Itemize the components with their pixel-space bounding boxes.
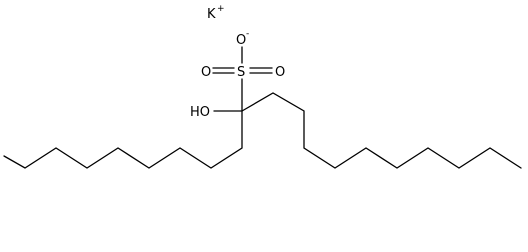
sulfur-label: S: [237, 65, 245, 80]
hydroxyl-label: HO: [190, 105, 210, 120]
potassium-ion: K +: [207, 4, 225, 22]
potassium-charge: +: [217, 4, 225, 14]
left-alkyl-chain: [3, 110, 243, 169]
oxygen-anion-label: O: [236, 33, 246, 48]
right-alkyl-chain: [241, 92, 522, 169]
oxygen-right-label: O: [275, 65, 285, 80]
potassium-label: K: [207, 7, 216, 22]
oxygen-anion-charge: -: [246, 29, 249, 39]
sulfonate-group: O - O S O: [201, 29, 285, 112]
oxygen-left-label: O: [201, 65, 211, 80]
hydroxyl-group: HO: [190, 105, 243, 120]
